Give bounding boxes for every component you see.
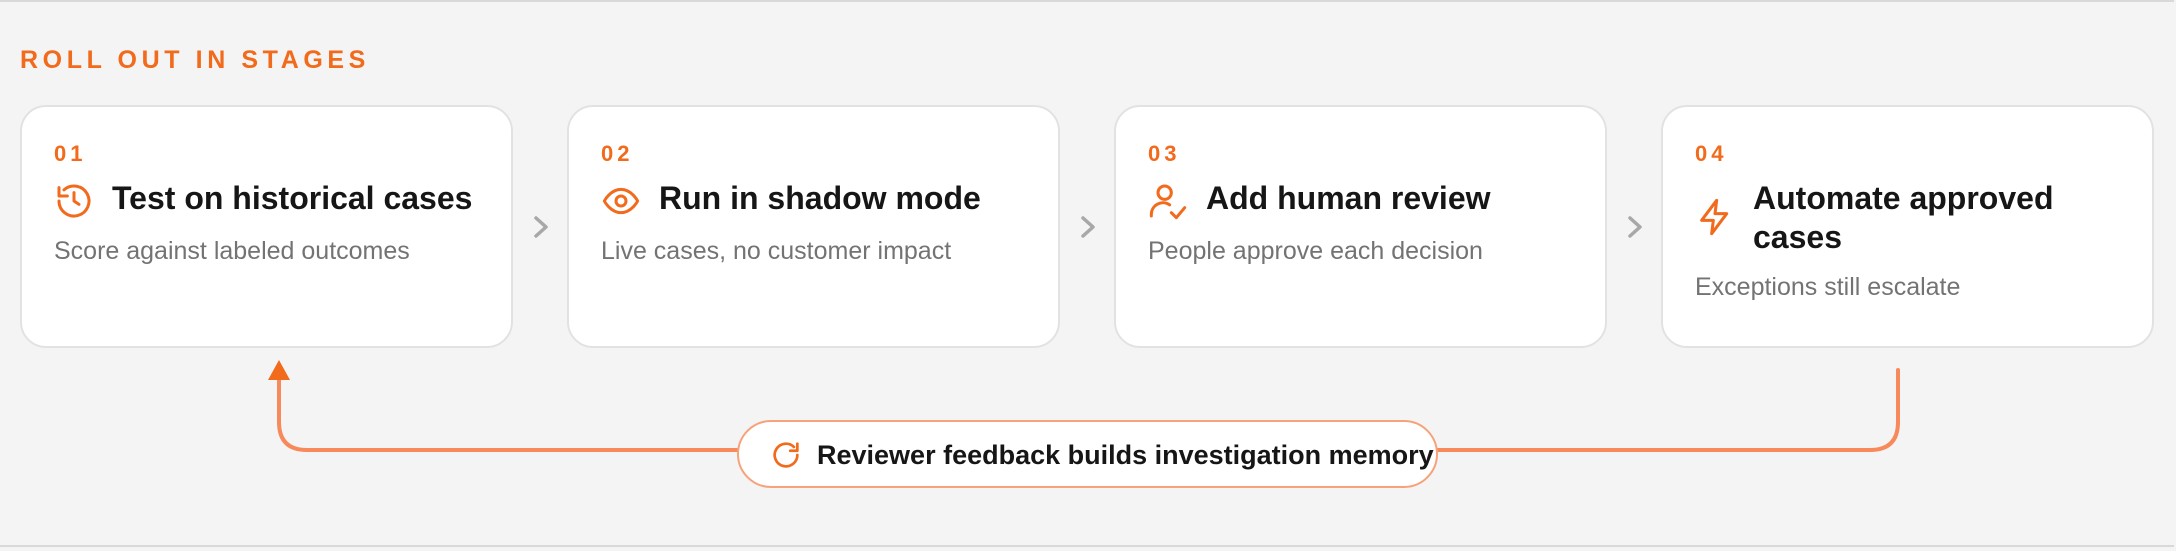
feedback-loop-pill: Reviewer feedback builds investigation m… [737, 420, 1438, 488]
stage-number: 03 [1148, 141, 1181, 166]
eye-icon [601, 181, 641, 221]
stage-description: People approve each decision [1148, 237, 1483, 265]
refresh-icon [769, 438, 803, 472]
stage-number: 02 [601, 141, 634, 166]
chevron-right-icon [1623, 209, 1647, 245]
feedback-arrow-head [268, 360, 290, 380]
stage-number: 04 [1695, 141, 1728, 166]
stage-description: Exceptions still escalate [1695, 273, 1961, 301]
stage-card-4: 04 Automate approved cases Exceptions st… [1661, 105, 2154, 348]
stage-description: Score against labeled outcomes [54, 237, 410, 265]
stage-title: Test on historical cases [112, 180, 473, 216]
section-title: ROLL OUT IN STAGES [20, 46, 370, 74]
stage-description: Live cases, no customer impact [601, 237, 952, 265]
stage-card-3: 03 Add human review People approve each … [1114, 105, 1607, 348]
user-check-icon [1148, 181, 1188, 221]
chevron-right-icon [529, 209, 553, 245]
stage-title: Run in shadow mode [659, 180, 981, 216]
chevron-right-icon [1076, 209, 1100, 245]
stage-card-2: 02 Run in shadow mode Live cases, no cus… [567, 105, 1060, 348]
lightning-icon [1695, 197, 1735, 237]
stage-title: Automate approved cases [1753, 180, 2054, 255]
history-icon [54, 181, 94, 221]
stage-title: Add human review [1206, 180, 1491, 216]
feedback-loop-label: Reviewer feedback builds investigation m… [817, 440, 1434, 470]
stage-number: 01 [54, 141, 87, 166]
stage-card-1: 01 Test on historical cases Score agains… [20, 105, 513, 348]
